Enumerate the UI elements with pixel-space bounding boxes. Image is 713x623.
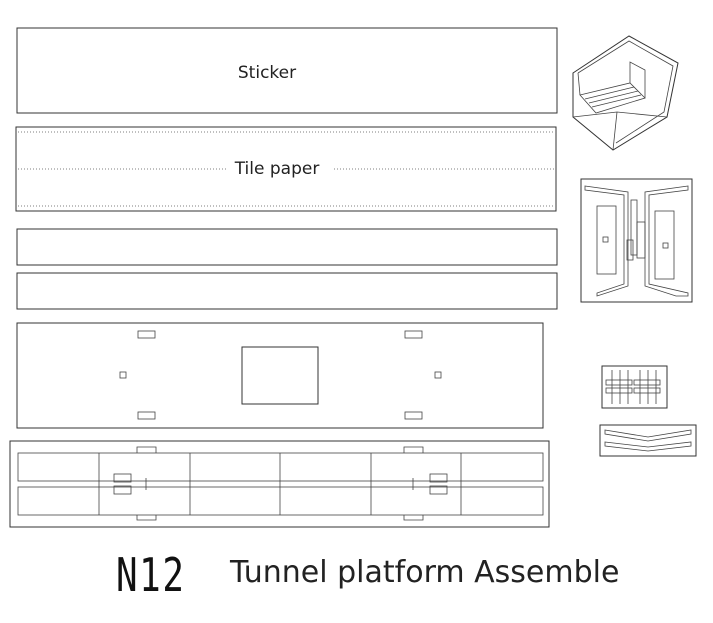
sticker-panel: Sticker [16, 27, 558, 114]
wall-strip-upper [16, 228, 558, 266]
diagram-title: Tunnel platform Assemble [230, 555, 620, 590]
assembled-3d-view [572, 35, 679, 151]
support-parts-sheet [580, 178, 693, 303]
chevron-strips-sheet [599, 424, 697, 457]
tile-paper-label: Tile paper [234, 159, 320, 179]
diagram-code: N12 [116, 548, 186, 602]
wall-strip-lower [16, 272, 558, 310]
platform-base-panel [16, 322, 544, 429]
sticker-label: Sticker [238, 63, 296, 83]
ladder-parts-sheet [601, 365, 668, 409]
tile-paper-panel: Tile paper [15, 126, 557, 212]
track-bed-panel [9, 440, 550, 528]
